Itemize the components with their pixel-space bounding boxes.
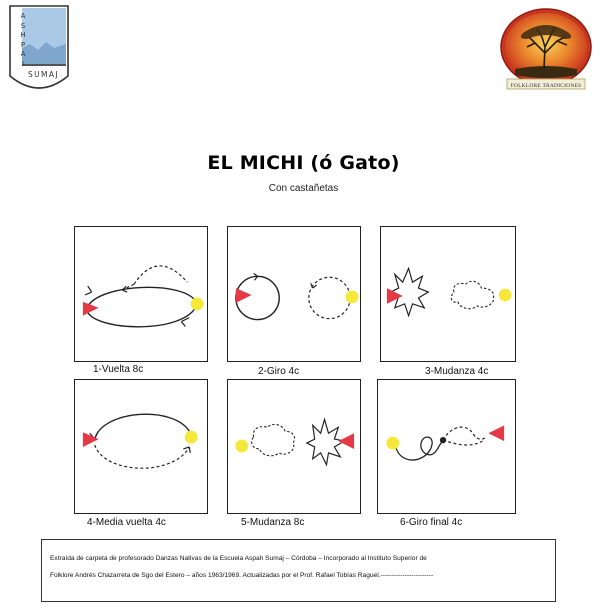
yellow-dancer-marker	[190, 297, 204, 311]
shield-icon	[9, 5, 69, 89]
page-title: EL MICHI (ó Gato)	[207, 152, 400, 174]
folklore-tradiciones-logo: FOLKLORE TRADICIONES	[493, 7, 599, 93]
figure-3-caption: 3-Mudanza 4c	[425, 366, 489, 377]
figure-2-caption: 2-Giro 4c	[258, 366, 300, 377]
red-dancer-marker	[82, 301, 99, 316]
logo-vertical-letters: A S H P A I	[20, 12, 26, 68]
ashpai-sumaj-logo: A S H P A I SUMAJ	[8, 4, 70, 96]
red-dancer-marker	[338, 433, 355, 449]
figure-4-media-vuelta-diagram	[74, 379, 208, 514]
source-note-box: Extraída de carpeta de profesorado Danza…	[41, 539, 556, 602]
figure-4-caption: 4-Media vuelta 4c	[87, 517, 166, 528]
red-dancer-marker	[82, 432, 99, 447]
figure-3-mudanza-diagram	[380, 226, 516, 362]
yellow-dancer-marker	[345, 290, 359, 304]
red-dancer-marker	[488, 425, 505, 442]
figure-6-giro-final-diagram	[377, 379, 516, 514]
figure-5-caption: 5-Mudanza 8c	[241, 517, 305, 528]
yellow-dancer-marker	[386, 436, 400, 450]
figure-1-vuelta-diagram	[74, 226, 208, 362]
figure-5-mudanza-diagram	[227, 379, 361, 514]
red-dancer-marker	[235, 288, 252, 303]
figure-1-caption: 1-Vuelta 8c	[93, 364, 144, 375]
yellow-dancer-marker	[184, 430, 198, 444]
yellow-dancer-marker	[235, 439, 249, 453]
yellow-dancer-marker	[498, 288, 512, 302]
figure-6-caption: 6-Giro final 4c	[400, 517, 463, 528]
tree-icon	[500, 8, 592, 90]
source-note-line-2: Folklore Andrés Chazarreta de Sgo del Es…	[50, 571, 434, 579]
figure-2-giro-diagram	[227, 226, 361, 362]
page-subtitle: Con castañetas	[268, 183, 339, 194]
source-note-line-1: Extraída de carpeta de profesorado Danza…	[50, 555, 427, 562]
red-dancer-marker	[386, 288, 403, 304]
logo-bottom-text: SUMAJ	[28, 70, 60, 79]
logo-caption: FOLKLORE TRADICIONES	[510, 83, 582, 89]
